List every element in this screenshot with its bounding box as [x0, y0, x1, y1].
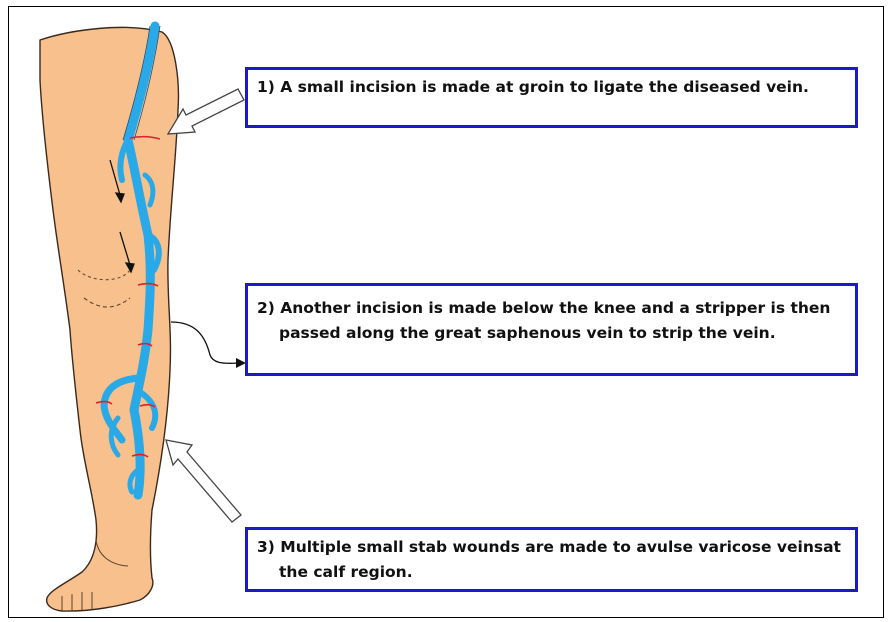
- step-2-text-line1: 2) Another incision is made below the kn…: [257, 299, 830, 317]
- step-1-callout: 1) A small incision is made at groin to …: [245, 67, 858, 128]
- step-3-callout: 3) Multiple small stab wounds are made t…: [245, 527, 858, 592]
- step-2-text-line2: passed along the great saphenous vein to…: [257, 321, 855, 346]
- step-2-callout: 2) Another incision is made below the kn…: [245, 283, 858, 376]
- callout-arrow-1: [168, 89, 244, 134]
- step-3-text-line2: the calf region.: [257, 560, 855, 585]
- step-3-text-line1: 3) Multiple small stab wounds are made t…: [257, 538, 841, 556]
- step-1-text: 1) A small incision is made at groin to …: [257, 78, 809, 96]
- leg-shape: [40, 27, 178, 611]
- callout-arrow-2: [171, 322, 238, 363]
- callout-arrow-3: [166, 440, 241, 522]
